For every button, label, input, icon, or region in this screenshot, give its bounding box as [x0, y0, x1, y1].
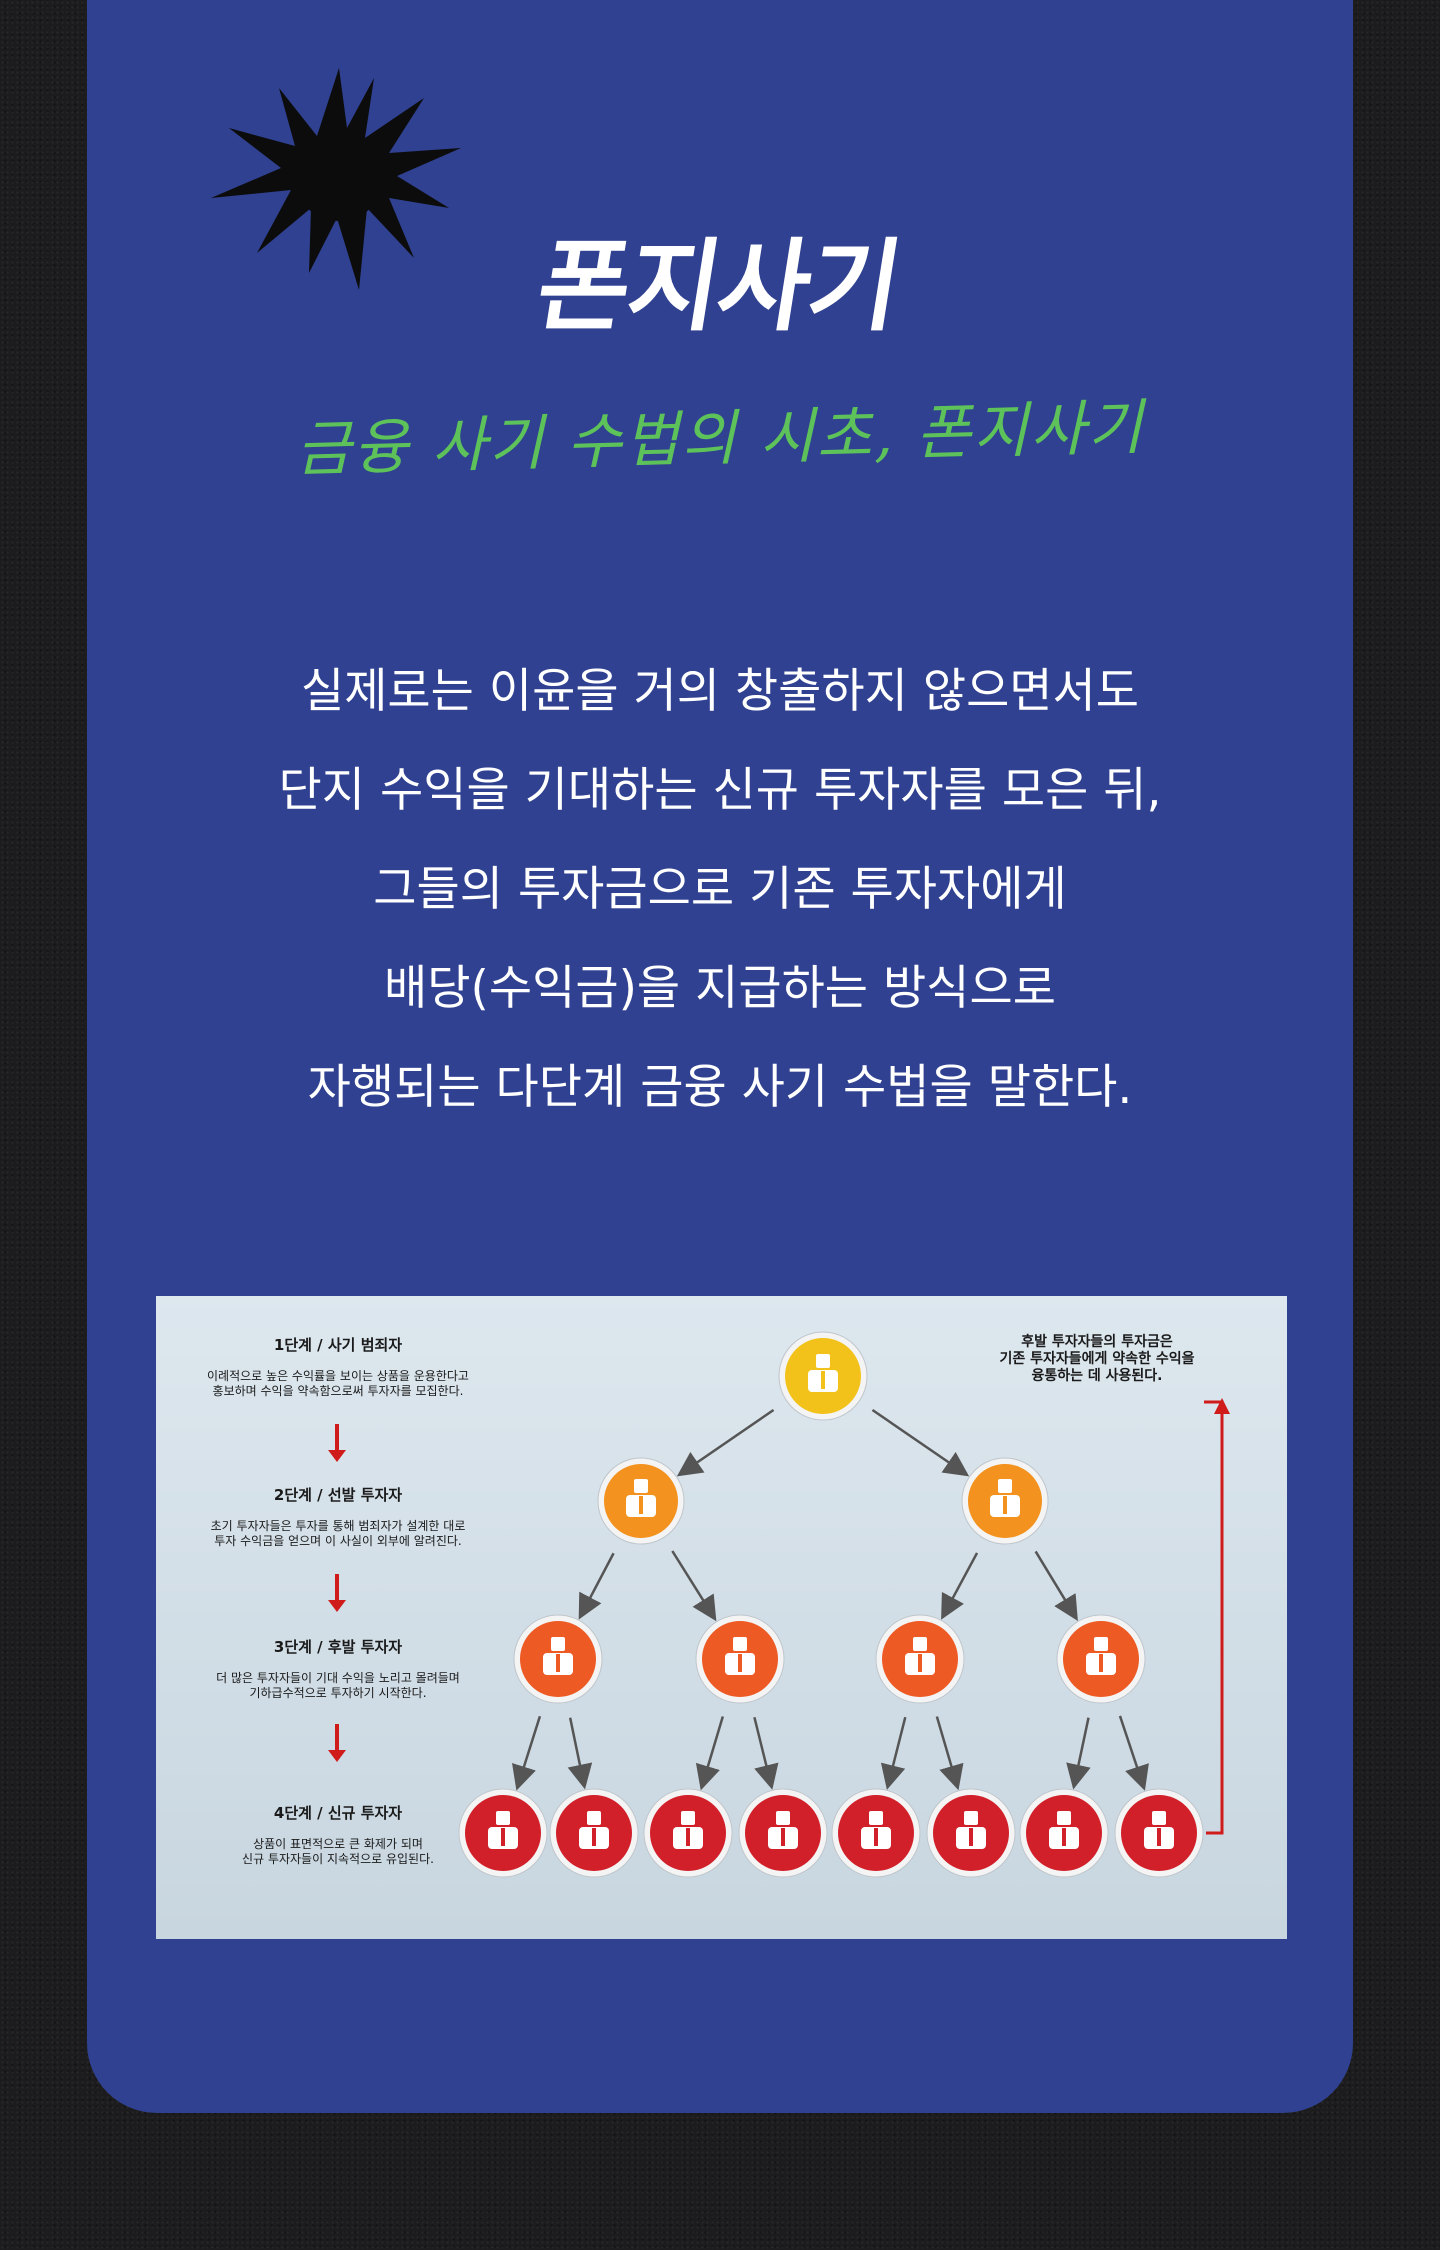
investor-node-level-4	[549, 1788, 639, 1878]
person-icon	[488, 1811, 518, 1849]
tree-arrow	[695, 1716, 725, 1791]
note-line: 기존 투자자들에게 약속한 수익을	[999, 1351, 1195, 1367]
description-line: 자행되는 다단계 금융 사기 수법을 말한다.	[307, 1060, 1133, 1115]
stage-2: 2단계 / 선발 투자자 초기 투자자들은 투자를 통해 범죄자가 설계한 대로…	[168, 1484, 508, 1549]
description-line: 그들의 투자금으로 기존 투자자에게	[373, 862, 1067, 917]
person-icon	[956, 1811, 986, 1849]
tree-arrow	[1066, 1717, 1091, 1790]
stage-desc: 홍보하며 수익을 약속함으로써 투자자를 모집한다.	[212, 1384, 464, 1398]
person-icon	[768, 1811, 798, 1849]
tree-arrow	[753, 1716, 779, 1790]
description-text: 실제로는 이윤을 거의 창출하지 않으면서도 단지 수익을 기대하는 신규 투자…	[87, 642, 1353, 1137]
tree-arrow	[578, 1552, 615, 1620]
stage-arrow	[328, 1574, 346, 1612]
stage-3: 3단계 / 후발 투자자 더 많은 투자자들이 기대 수익을 노리고 몰려들며 …	[168, 1636, 508, 1701]
ponzi-pyramid-diagram: 1단계 / 사기 범죄자 이례적으로 높은 수익률을 보이는 상품을 운용한다고…	[156, 1296, 1287, 1939]
ink-splat-icon	[211, 68, 461, 290]
stage-4: 4단계 / 신규 투자자 상품이 표면적으로 큰 화제가 되며 신규 투자자들이…	[168, 1802, 508, 1867]
person-icon	[861, 1811, 891, 1849]
investor-node-level-4	[1114, 1788, 1204, 1878]
stage-title: 3단계 / 후발 투자자	[273, 1638, 403, 1656]
return-flow-arrow	[1204, 1400, 1224, 1835]
note-line: 후발 투자자들의 투자금은	[1021, 1334, 1173, 1350]
investor-node-level-2	[961, 1457, 1049, 1545]
tree-arrow	[1118, 1715, 1149, 1791]
return-flow-arrowhead	[1214, 1398, 1230, 1414]
tree-arrow	[935, 1716, 964, 1791]
investor-node-level-2	[597, 1457, 685, 1545]
return-flow-note: 후발 투자자들의 투자금은 기존 투자자들에게 약속한 수익을 융통하는 데 사…	[947, 1334, 1247, 1385]
person-icon	[543, 1637, 573, 1675]
tree-arrow	[676, 1408, 775, 1477]
person-icon	[579, 1811, 609, 1849]
investor-node-level-3	[513, 1614, 603, 1704]
person-icon	[1144, 1811, 1174, 1849]
investor-node-level-4	[831, 1788, 921, 1878]
tree-arrow	[1034, 1550, 1078, 1621]
investor-node-level-4	[458, 1788, 548, 1878]
description-line: 실제로는 이윤을 거의 창출하지 않으면서도	[300, 664, 1140, 719]
stage-desc: 더 많은 투자자들이 기대 수익을 노리고 몰려들며	[216, 1671, 460, 1685]
page-title: 폰지사기	[529, 228, 908, 345]
tree-arrow	[941, 1552, 979, 1620]
person-icon	[1049, 1811, 1079, 1849]
tree-arrow	[512, 1715, 542, 1791]
page-subtitle: 금융 사기 수법의 시초, 폰지사기	[294, 392, 1146, 486]
person-icon	[1086, 1637, 1116, 1675]
tree-arrow	[880, 1716, 907, 1790]
stage-title: 4단계 / 신규 투자자	[273, 1804, 403, 1822]
investor-node-level-4	[1019, 1788, 1109, 1878]
description-line: 배당(수익금)을 지급하는 방식으로	[384, 961, 1056, 1016]
stage-desc: 기하급수적으로 투자하기 시작한다.	[249, 1686, 427, 1700]
stage-desc: 초기 투자자들은 투자를 통해 범죄자가 설계한 대로	[210, 1519, 466, 1533]
stage-desc: 투자 수익금을 얻으며 이 사실이 외부에 알려진다.	[214, 1534, 462, 1548]
stage-title: 2단계 / 선발 투자자	[273, 1486, 403, 1504]
tree-arrow	[871, 1408, 970, 1477]
tree-arrow	[671, 1550, 717, 1622]
stage-arrow	[328, 1724, 346, 1762]
person-icon	[808, 1354, 838, 1392]
investor-node-level-3	[875, 1614, 965, 1704]
investor-node-level-1	[778, 1331, 868, 1421]
stage-arrow	[328, 1424, 346, 1462]
person-icon	[990, 1479, 1020, 1517]
person-icon	[673, 1811, 703, 1849]
stage-desc: 이례적으로 높은 수익률을 보이는 상품을 운용한다고	[207, 1369, 469, 1383]
description-line: 단지 수익을 기대하는 신규 투자자를 모은 뒤,	[278, 763, 1162, 818]
person-icon	[725, 1637, 755, 1675]
pyramid-graphic	[458, 1331, 1230, 1878]
stage-desc: 신규 투자자들이 지속적으로 유입된다.	[242, 1852, 434, 1866]
tree-arrow	[567, 1717, 593, 1790]
stage-1: 1단계 / 사기 범죄자 이례적으로 높은 수익률을 보이는 상품을 운용한다고…	[168, 1334, 508, 1399]
stage-title: 1단계 / 사기 범죄자	[273, 1336, 403, 1354]
investor-node-level-3	[1056, 1614, 1146, 1704]
investor-node-level-4	[643, 1788, 733, 1878]
note-line: 융통하는 데 사용된다.	[1031, 1368, 1163, 1384]
investor-node-level-3	[695, 1614, 785, 1704]
stage-desc: 상품이 표면적으로 큰 화제가 되며	[253, 1837, 423, 1851]
person-icon	[626, 1479, 656, 1517]
investor-node-level-4	[738, 1788, 828, 1878]
person-icon	[905, 1637, 935, 1675]
investor-node-level-4	[926, 1788, 1016, 1878]
